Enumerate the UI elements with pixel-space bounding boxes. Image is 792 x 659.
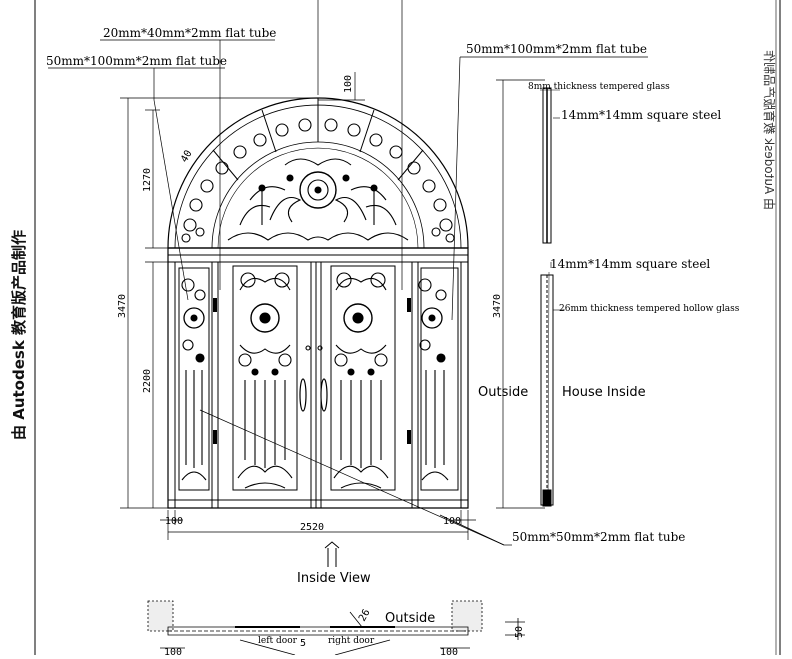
hinges bbox=[213, 298, 411, 444]
plan-view-texts: Outside left door right door 50 26 100 1… bbox=[164, 608, 525, 658]
side-section-texts: 8mm thickness tempered glass 14mm*14mm s… bbox=[478, 82, 740, 400]
watermark-right-text: 由 Autodesk 教育版产品制作 bbox=[762, 50, 777, 210]
plan-view bbox=[148, 601, 525, 655]
dimension-lines bbox=[120, 72, 545, 540]
sheet-border bbox=[35, 0, 780, 655]
plan-outside-label: Outside bbox=[385, 611, 435, 626]
dim-right-margin: 100 bbox=[443, 516, 461, 527]
callout-glass-26: 26mm thickness tempered hollow glass bbox=[559, 304, 740, 314]
house-inside-label: House Inside bbox=[562, 385, 646, 400]
dim-left-margin: 100 bbox=[165, 516, 183, 527]
inside-view-label: Inside View bbox=[297, 571, 371, 586]
right-door-label: right door bbox=[328, 636, 375, 646]
dim-arch-offset: 100 bbox=[343, 75, 354, 93]
dim-arch-radius: 40 bbox=[179, 149, 195, 165]
dimension-texts: 100 40 1270 3470 2200 100 100 2520 3470 bbox=[117, 75, 503, 533]
dim-plan-left: 100 bbox=[164, 647, 182, 655]
watermark-left-text: 由 Autodesk 教育版产品制作 bbox=[10, 230, 28, 440]
callout-steel-mid: 14mm*14mm square steel bbox=[550, 257, 710, 271]
callout-glass-8mm: 8mm thickness tempered glass bbox=[528, 82, 670, 92]
dim-total-width: 2520 bbox=[300, 522, 324, 533]
callout-leaders bbox=[48, 0, 648, 545]
dim-arch-height: 1270 bbox=[142, 168, 153, 192]
dim-total-height: 3470 bbox=[117, 294, 128, 318]
callout-top-flat-tube: 20mm*40mm*2mm flat tube bbox=[103, 26, 276, 40]
dim-plan-center: 5 bbox=[300, 638, 306, 649]
side-section bbox=[540, 88, 565, 506]
watermark-right: 由 Autodesk 教育版产品制作 bbox=[762, 50, 777, 210]
outside-label: Outside bbox=[478, 385, 528, 400]
dim-plan-depth: 50 bbox=[514, 626, 525, 638]
dim-plan-right: 100 bbox=[440, 647, 458, 655]
callout-texts: 20mm*40mm*2mm flat tube 50mm*100mm*2mm f… bbox=[46, 26, 685, 544]
door-elevation bbox=[168, 98, 468, 508]
callout-right-flat-tube: 50mm*100mm*2mm flat tube bbox=[466, 42, 647, 56]
inside-view-arrow bbox=[325, 542, 339, 567]
dim-side-height: 3470 bbox=[492, 294, 503, 318]
watermark-left: 由 Autodesk 教育版产品制作 bbox=[10, 230, 28, 440]
callout-steel-top: 14mm*14mm square steel bbox=[561, 108, 721, 122]
dim-door-height: 2200 bbox=[142, 369, 153, 393]
ornament-scrollwork bbox=[182, 119, 454, 488]
left-door-label: left door bbox=[258, 636, 298, 646]
callout-bottom-flat-tube: 50mm*50mm*2mm flat tube bbox=[512, 530, 685, 544]
dim-plan-depth2: 26 bbox=[357, 608, 373, 624]
callout-left-flat-tube: 50mm*100mm*2mm flat tube bbox=[46, 54, 227, 68]
